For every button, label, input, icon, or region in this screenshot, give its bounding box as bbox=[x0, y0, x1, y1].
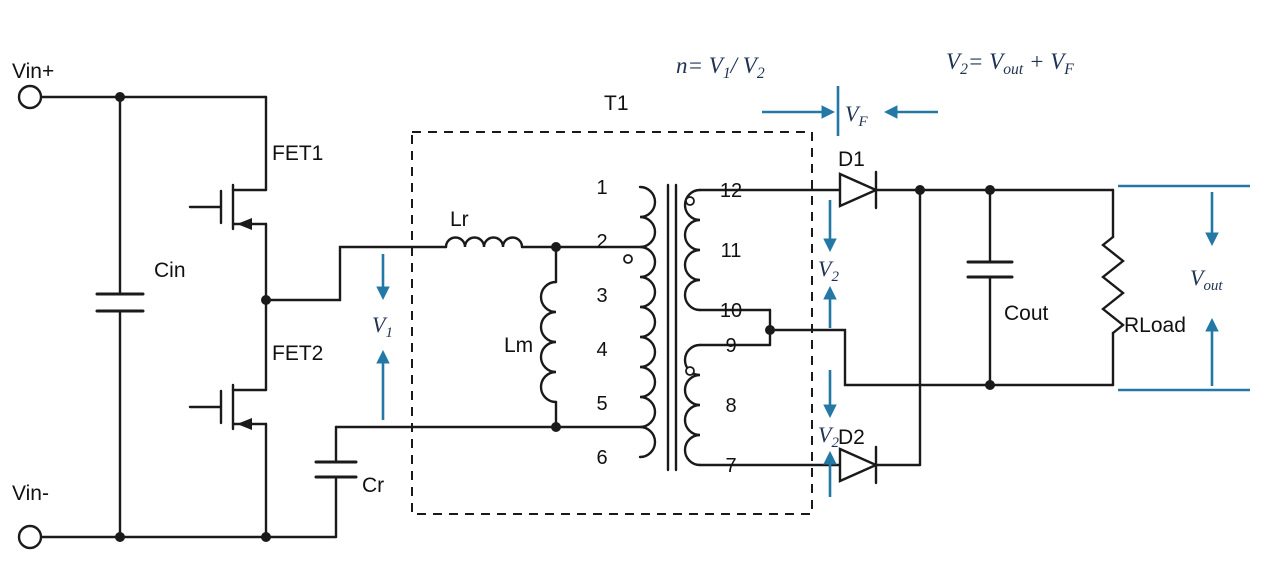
lr-label: Lr bbox=[450, 208, 469, 231]
fet2-mosfet bbox=[188, 383, 268, 431]
d1-diode bbox=[838, 170, 879, 210]
vin-plus-label: Vin+ bbox=[12, 60, 54, 83]
transformer-t1 bbox=[411, 131, 813, 515]
transformer-boundary bbox=[411, 131, 813, 515]
terminal-vin-minus bbox=[17, 524, 43, 550]
cr-capacitor bbox=[314, 460, 358, 479]
pin-label-primary-5: 5 bbox=[596, 393, 607, 415]
pin-label-primary-4: 4 bbox=[596, 339, 607, 361]
terminal-vin-plus bbox=[17, 84, 43, 110]
secondary-winding-top bbox=[683, 188, 702, 312]
vout-annotation bbox=[1118, 184, 1250, 392]
rload-resistor bbox=[1101, 235, 1125, 335]
vf-label: VF bbox=[845, 101, 868, 130]
pin-label-secondary-12: 12 bbox=[720, 180, 742, 202]
vf-annotation bbox=[762, 86, 938, 136]
pin-label-secondary-11: 11 bbox=[721, 240, 742, 262]
pin-label-secondary-7: 7 bbox=[725, 455, 736, 477]
phase-dot-secondary-top bbox=[685, 196, 695, 206]
pin-label-secondary-9: 9 bbox=[725, 335, 736, 357]
lm-inductor bbox=[539, 280, 558, 404]
fet1-label: FET1 bbox=[272, 142, 323, 165]
cout-capacitor bbox=[966, 260, 1014, 279]
phase-dot-primary bbox=[623, 254, 633, 264]
transformer-core bbox=[666, 183, 678, 472]
t1-label: T1 bbox=[604, 92, 629, 115]
pin-label-secondary-10: 10 bbox=[720, 300, 742, 322]
v2-upper-label: V2 bbox=[818, 256, 839, 285]
pin-label-primary-2: 2 bbox=[596, 231, 607, 253]
v2-lower-label: V2 bbox=[818, 422, 839, 451]
wires bbox=[39, 95, 1115, 539]
d2-label: D2 bbox=[838, 426, 865, 449]
cin-capacitor bbox=[95, 292, 145, 313]
primary-winding bbox=[638, 185, 657, 459]
cout-label: Cout bbox=[1004, 302, 1049, 325]
lr-inductor bbox=[444, 236, 524, 249]
pin-label-primary-3: 3 bbox=[596, 285, 607, 307]
fet1-arrow bbox=[237, 218, 252, 230]
turns-ratio-formula: n= V1/ V2 bbox=[676, 53, 765, 82]
fet1-mosfet bbox=[188, 183, 268, 231]
cr-label: Cr bbox=[362, 474, 384, 497]
cin-label: Cin bbox=[154, 259, 186, 282]
junction-dots bbox=[115, 92, 995, 542]
v1-label: V1 bbox=[372, 312, 393, 341]
d1-label: D1 bbox=[838, 148, 865, 171]
output-voltage-formula: V2= Vout + VF bbox=[946, 49, 1074, 78]
lm-label: Lm bbox=[504, 334, 533, 357]
pin-label-primary-1: 1 bbox=[596, 177, 607, 199]
d2-diode bbox=[838, 445, 879, 485]
pin-label-primary-6: 6 bbox=[596, 447, 607, 469]
phase-dot-secondary-bottom bbox=[685, 366, 695, 376]
vout-label: Vout bbox=[1190, 265, 1223, 294]
secondary-winding-bottom bbox=[683, 343, 702, 467]
fet2-label: FET2 bbox=[272, 342, 323, 365]
rload-label: RLoad bbox=[1124, 314, 1186, 337]
vin-minus-label: Vin- bbox=[12, 482, 49, 505]
fet2-arrow bbox=[237, 418, 252, 430]
pin-label-secondary-8: 8 bbox=[725, 395, 736, 417]
